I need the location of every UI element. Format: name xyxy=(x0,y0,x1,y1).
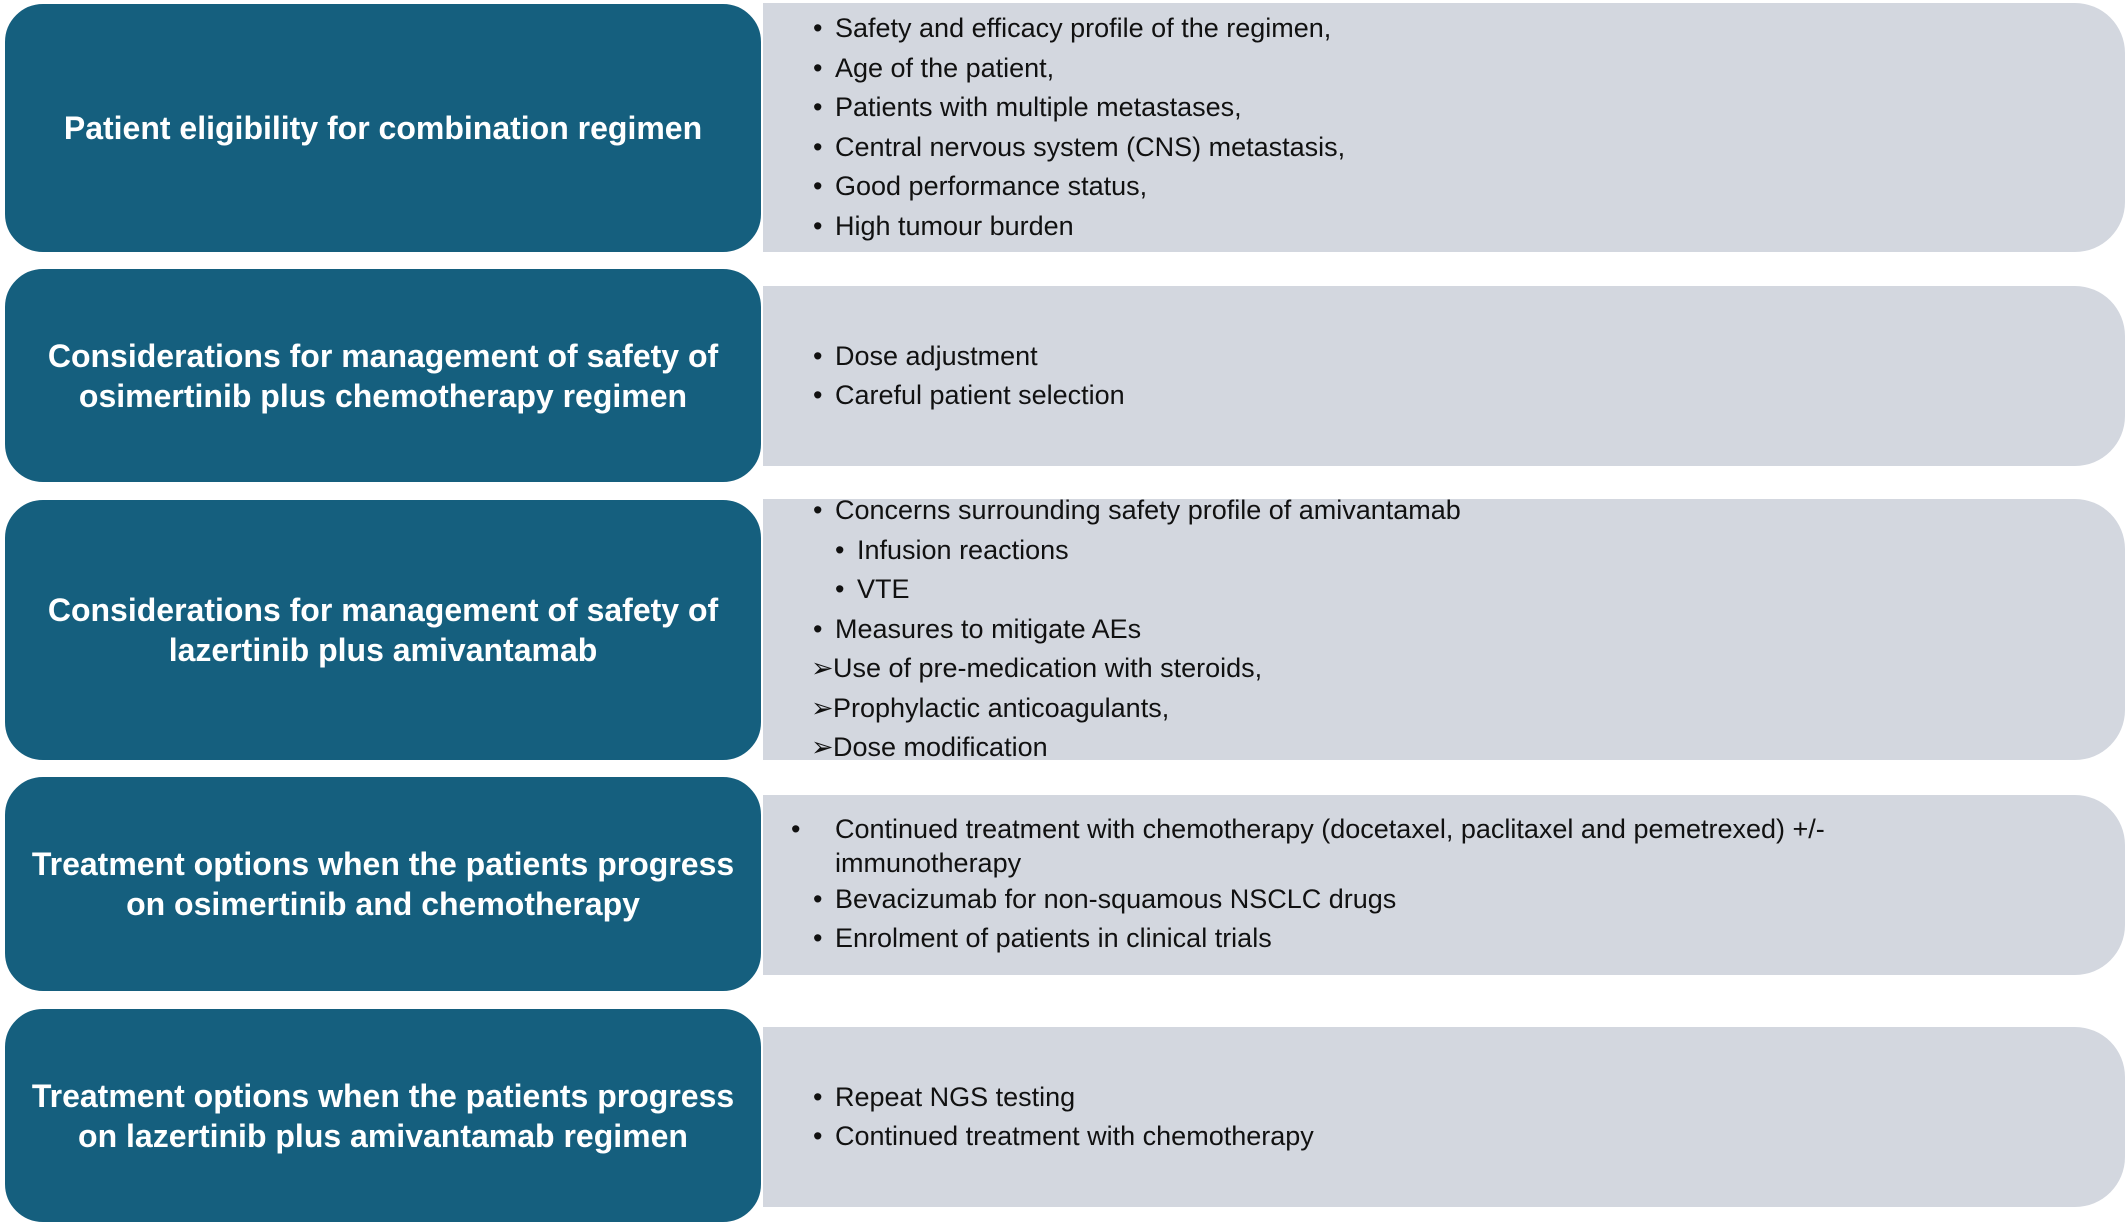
list-item: •Continued treatment with chemotherapy xyxy=(813,1121,1314,1151)
list-item: ➢Prophylactic anticoagulants, xyxy=(811,692,1170,723)
list-item: •Careful patient selection xyxy=(813,380,1125,410)
list-item: •Safety and efficacy profile of the regi… xyxy=(813,13,1332,43)
list-item: ➢Use of pre-medication with steroids, xyxy=(811,653,1263,684)
list-item: ➢Dose modification xyxy=(811,732,1048,763)
row-title: Treatment options when the patients prog… xyxy=(3,1007,763,1224)
list-item: •Age of the patient, xyxy=(813,52,1055,83)
list-item: •Continued treatment with chemotherapy (… xyxy=(791,813,1825,878)
list-item: •Patients with multiple metastases, xyxy=(813,92,1242,122)
row-content: •Safety and efficacy profile of the regi… xyxy=(763,3,2125,252)
row-content: •Repeat NGS testing •Continued treatment… xyxy=(763,1027,2125,1207)
list-item: •High tumour burden xyxy=(813,210,1074,241)
row-content: •Concerns surrounding safety profile of … xyxy=(763,495,2125,762)
list-item: •Enrolment of patients in clinical trial… xyxy=(813,923,1272,953)
list-item: •Measures to mitigate AEs xyxy=(813,613,1142,644)
list-item: •Infusion reactions xyxy=(835,534,1069,565)
row-content: •Continued treatment with chemotherapy (… xyxy=(763,795,2125,975)
list-item: •Dose adjustment xyxy=(813,340,1038,371)
row-title: Considerations for management of safety … xyxy=(3,498,763,762)
list-item: •Central nervous system (CNS) metastasis… xyxy=(813,131,1346,162)
row-title: Treatment options when the patients prog… xyxy=(3,775,763,993)
list-item: •Good performance status, xyxy=(813,171,1148,201)
row-title: Considerations for management of safety … xyxy=(3,267,763,484)
list-item: •Bevacizumab for non-squamous NSCLC drug… xyxy=(813,883,1397,914)
row-title: Patient eligibility for combination regi… xyxy=(3,2,763,254)
list-item: •Concerns surrounding safety profile of … xyxy=(813,495,1461,526)
list-item: •VTE xyxy=(835,574,910,605)
list-item: •Repeat NGS testing xyxy=(813,1081,1076,1112)
row-content: •Dose adjustment •Careful patient select… xyxy=(763,286,2125,466)
